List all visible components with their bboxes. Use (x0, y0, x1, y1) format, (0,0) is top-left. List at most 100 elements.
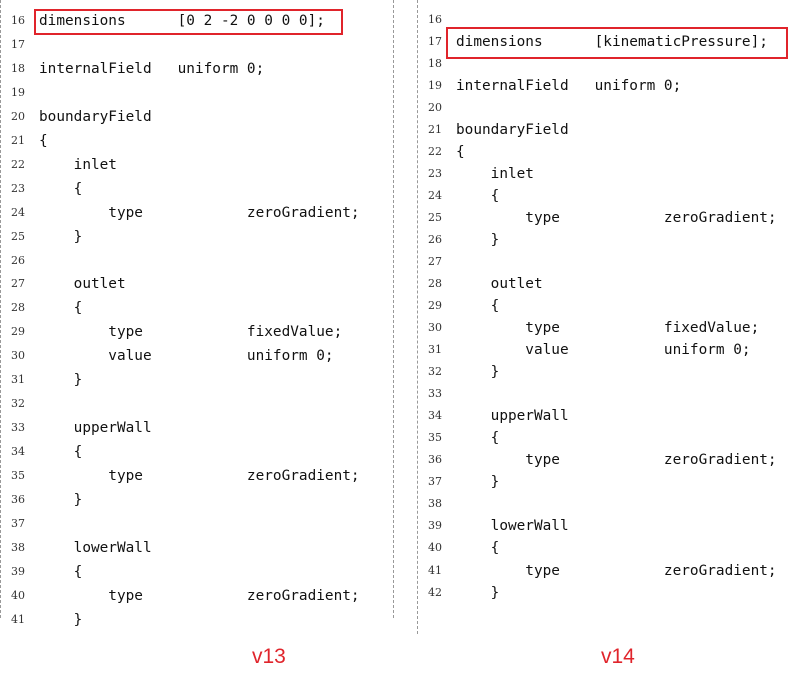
code-line: 38 lowerWall (1, 536, 393, 560)
line-number: 34 (428, 409, 442, 423)
line-number: 25 (11, 229, 25, 243)
code-line: 27 (418, 250, 810, 274)
code-text: } (39, 611, 83, 628)
code-text: } (456, 474, 500, 491)
code-line: 16 (418, 8, 810, 32)
code-text: value uniform 0; (456, 342, 751, 359)
line-number: 20 (11, 109, 25, 123)
code-line: 20 (418, 96, 810, 120)
code-text: internalField uniform 0; (456, 78, 682, 95)
code-line: 24 type zeroGradient; (1, 201, 393, 225)
line-number: 32 (428, 365, 442, 379)
code-text: boundaryField (456, 122, 569, 139)
code-text: type zeroGradient; (456, 562, 777, 579)
line-number: 37 (428, 475, 442, 489)
code-text: type zeroGradient; (39, 468, 360, 485)
code-line: 40 { (418, 536, 810, 560)
code-text: { (456, 188, 500, 205)
code-text: { (39, 563, 83, 580)
line-number: 39 (11, 564, 25, 578)
line-number: 17 (11, 37, 25, 51)
code-text: { (456, 430, 500, 447)
code-text: lowerWall (456, 518, 569, 535)
code-line: 40 type zeroGradient; (1, 584, 393, 608)
code-line: 25 } (1, 225, 393, 249)
line-number: 18 (428, 57, 442, 71)
line-number: 22 (428, 145, 442, 159)
line-number: 35 (11, 469, 25, 483)
code-line: 36 type zeroGradient; (418, 448, 810, 472)
version-label-v13: v13 (252, 645, 286, 668)
code-text: { (39, 444, 83, 461)
code-text: type zeroGradient; (39, 587, 360, 604)
line-number: 29 (11, 325, 25, 339)
code-line: 29 type fixedValue; (1, 320, 393, 344)
code-text: dimensions [0 2 -2 0 0 0 0]; (39, 13, 325, 29)
code-line: 16 dimensions [0 2 -2 0 0 0 0]; (1, 9, 393, 33)
code-line: 34 upperWall (418, 404, 810, 428)
code-line: 33 upperWall (1, 416, 393, 440)
code-line: 42 } (418, 581, 810, 605)
line-number: 16 (11, 14, 25, 27)
code-line: 39 lowerWall (418, 514, 810, 538)
code-line: 32 (1, 392, 393, 416)
code-line: 21{ (1, 129, 393, 153)
code-text: type zeroGradient; (456, 452, 777, 469)
code-text: } (39, 228, 83, 245)
code-line: 32 } (418, 360, 810, 384)
code-line: 37 (1, 512, 393, 536)
code-line: 19 (1, 81, 393, 105)
code-text: dimensions [kinematicPressure]; (456, 34, 768, 51)
code-panel-v13: 16 dimensions [0 2 -2 0 0 0 0]; 17 18 intern… (0, 0, 394, 628)
code-text: inlet (456, 166, 534, 183)
code-text: } (456, 364, 500, 381)
line-number: 26 (428, 233, 442, 247)
line-number: 40 (11, 588, 25, 602)
code-text: { (39, 180, 83, 197)
code-line: 30 value uniform 0; (1, 344, 393, 368)
code-line: 24 { (418, 184, 810, 208)
code-text: inlet (39, 156, 117, 173)
code-text: } (456, 232, 500, 249)
line-number: 30 (428, 321, 442, 335)
line-number: 28 (428, 277, 442, 291)
code-text: } (39, 492, 83, 508)
code-text: type zeroGradient; (456, 210, 777, 227)
code-text: type fixedValue; (39, 324, 343, 341)
version-label-v14: v14 (601, 645, 635, 668)
line-number: 32 (11, 397, 25, 411)
line-number: 23 (11, 181, 25, 195)
line-number: 28 (11, 301, 25, 315)
line-number: 19 (11, 85, 25, 99)
code-line: 37 } (418, 470, 810, 494)
line-number: 33 (11, 421, 25, 435)
code-text: internalField uniform 0; (39, 60, 265, 77)
line-number: 36 (428, 453, 442, 467)
code-line: 18 internalField uniform 0; (1, 57, 393, 81)
line-number: 36 (11, 493, 25, 506)
code-line: 23 inlet (418, 162, 810, 186)
code-line: 31 } (1, 368, 393, 392)
line-number: 24 (428, 189, 442, 203)
code-line: 29 { (418, 294, 810, 318)
code-text: { (456, 144, 465, 161)
code-text: { (39, 132, 48, 149)
code-line: 38 (418, 492, 810, 516)
dimensions-highlight-v13 (34, 9, 343, 35)
code-text: upperWall (456, 408, 569, 425)
line-number: 27 (11, 277, 25, 291)
dimensions-highlight-v14 (446, 27, 788, 59)
line-number: 23 (428, 167, 442, 181)
line-number: 42 (428, 585, 442, 599)
line-number: 18 (11, 61, 25, 75)
code-line: 22 inlet (1, 153, 393, 177)
line-number: 27 (428, 255, 442, 269)
line-number: 31 (428, 343, 442, 357)
code-line: 28 { (1, 296, 393, 320)
code-text: value uniform 0; (39, 348, 334, 365)
code-text: upperWall (39, 420, 152, 437)
code-line: 39 { (1, 560, 393, 584)
